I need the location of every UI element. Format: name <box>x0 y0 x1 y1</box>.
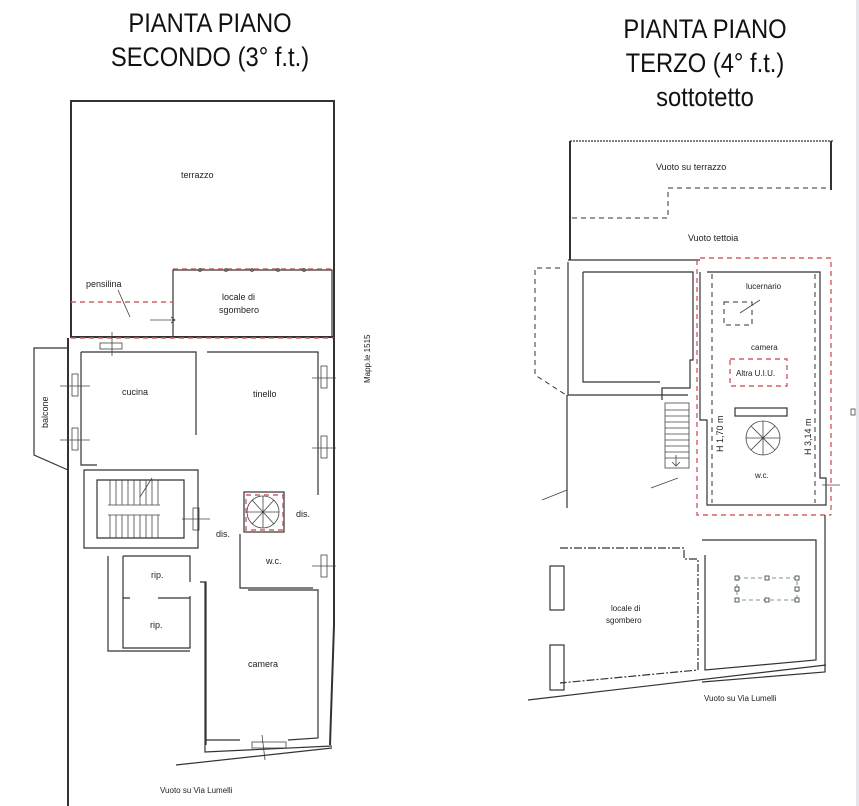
vuoto-tettoia-label: Vuoto tettoia <box>688 233 738 243</box>
left-title-line2: SECONDO (3° f.t.) <box>110 42 310 72</box>
camera-walls <box>200 581 333 753</box>
right-floor-plan: Vuoto su terrazzo Vuoto tettoia lucernar… <box>527 140 856 703</box>
wc-walls <box>239 534 313 589</box>
right-left-room <box>567 262 694 400</box>
dashed-balcony <box>534 267 567 396</box>
tinello-label: tinello <box>253 389 277 399</box>
spiral-stair-right <box>745 420 781 456</box>
vuoto-sides <box>569 141 832 260</box>
wc-label-right: w.c. <box>754 471 769 480</box>
right-sgombero-label-1: locale di <box>611 604 641 613</box>
sgombero-door-arrow <box>150 316 176 324</box>
pillar <box>549 644 565 691</box>
altra-uiu-label: Altra U.I.U. <box>736 369 775 378</box>
camera-label-left: camera <box>248 659 278 669</box>
tinello-walls <box>207 351 319 495</box>
red-uiu-left <box>696 260 831 516</box>
sgombero-right-walls <box>559 547 699 684</box>
wc-label-left: w.c. <box>265 556 282 566</box>
left-street-note: Vuoto su Via Lumelli <box>160 786 233 795</box>
camera-room-right <box>699 271 827 506</box>
cucina-walls <box>80 351 197 466</box>
rip-label-1: rip. <box>151 570 164 580</box>
left-sgombero-label-2: sgombero <box>219 305 259 315</box>
right-title-line2: TERZO (4° f.t.) <box>625 48 785 78</box>
stair-block <box>83 469 199 549</box>
street-line-left <box>175 747 333 766</box>
stair-treads <box>108 477 160 538</box>
beam <box>734 407 788 417</box>
main-body-outline <box>67 338 335 806</box>
tettoia-dash <box>572 187 831 219</box>
vuoto-terrazzo-label: Vuoto su terrazzo <box>656 162 726 172</box>
left-title-line1: PIANTA PIANO <box>128 8 292 38</box>
camera-label-right: camera <box>751 343 778 352</box>
pensilina-label: pensilina <box>86 279 122 289</box>
edge-marker <box>850 408 856 416</box>
right-sgombero-label-2: sgombero <box>606 616 642 625</box>
right-title-line3: sottotetto <box>656 82 754 112</box>
page-edge <box>856 0 859 806</box>
altra-uiu-box <box>729 358 788 387</box>
door-stub-1 <box>541 489 568 501</box>
left-plan-title: PIANTA PIANO SECONDO (3° f.t.) <box>78 6 342 74</box>
lucernario-box <box>723 301 753 326</box>
door-stub-2 <box>650 477 679 489</box>
terrazzo-outline <box>70 100 335 338</box>
rip-walls <box>107 555 191 652</box>
balcone-label: balcone <box>40 396 50 428</box>
terrazzo-label: terrazzo <box>181 170 214 180</box>
right-left-room-inner <box>582 272 660 383</box>
left-sgombero-label-1: locale di <box>222 292 255 302</box>
right-stair-treads <box>664 402 690 469</box>
red-uiu-outer <box>700 257 832 515</box>
stair-inner <box>96 479 185 539</box>
windows <box>60 342 336 761</box>
left-sgombero-walls <box>172 269 333 338</box>
lucernario-leader <box>739 299 761 314</box>
lucernario-label: lucernario <box>746 282 782 291</box>
camera-inner <box>248 589 319 741</box>
dis-label-1: dis. <box>216 529 230 539</box>
height-left-label: H 1,70 m <box>715 415 725 452</box>
right-street-note: Vuoto su Via Lumelli <box>704 694 777 703</box>
height-right-label: H 3,14 m <box>803 418 813 455</box>
right-outer-wall <box>701 515 826 683</box>
mappale-note: Mapp.le 1515 <box>363 334 372 383</box>
wall-markers <box>198 268 306 272</box>
dis-label-2: dis. <box>296 509 310 519</box>
left-floor-plan: terrazzo pensilina locale di sgombero ba… <box>33 100 372 806</box>
window-block <box>549 565 565 611</box>
right-title-line1: PIANTA PIANO <box>623 14 787 44</box>
pensilina-leader <box>117 289 131 318</box>
right-bottom-room <box>702 539 817 671</box>
right-plan-title: PIANTA PIANO TERZO (4° f.t.) sottotetto <box>586 12 824 114</box>
spiral-stair-left <box>243 491 285 533</box>
selection-rectangle[interactable] <box>734 575 800 603</box>
cucina-label: cucina <box>122 387 148 397</box>
street-line-right <box>527 664 827 701</box>
balcone-outline <box>33 347 69 471</box>
height-dash-lines <box>711 274 816 503</box>
rip-label-2: rip. <box>150 620 163 630</box>
